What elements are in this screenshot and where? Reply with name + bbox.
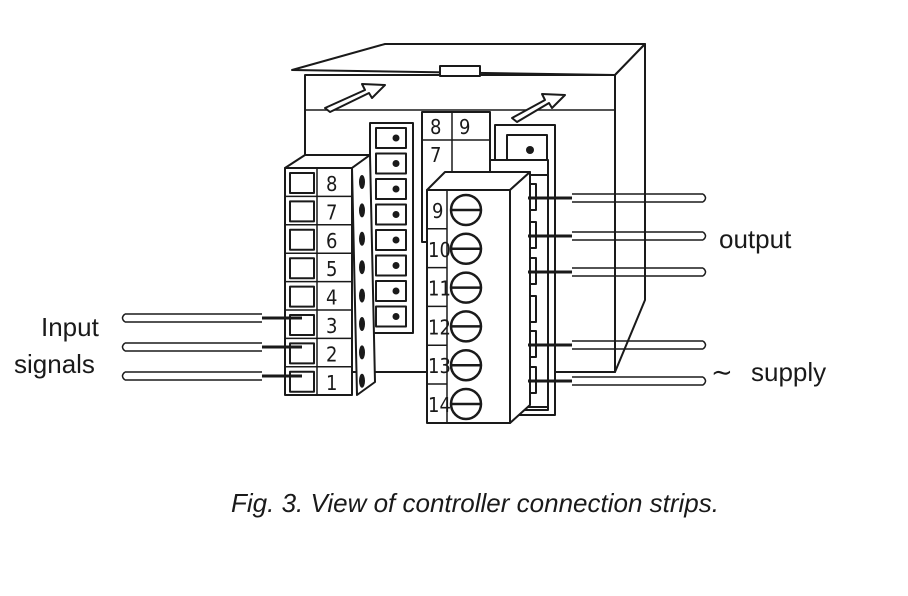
socket [375, 305, 407, 328]
terminal-number: 6 [326, 229, 337, 253]
terminal-number: 8 [430, 115, 441, 139]
wire-clamp-opening [289, 257, 315, 280]
terminal-number: 5 [326, 257, 337, 281]
terminal-number: 14 [428, 393, 451, 417]
terminal-number: 3 [326, 314, 337, 338]
screw-icon [359, 260, 365, 275]
socket-hole [392, 211, 400, 218]
terminal-number: 7 [430, 143, 441, 167]
socket [375, 152, 407, 175]
screw-icon [359, 373, 365, 388]
wire-clamp-opening [289, 314, 315, 336]
screw-icon [359, 317, 365, 331]
wire-insulation [572, 340, 707, 350]
wire-insulation [572, 376, 707, 386]
supply-label: supply [751, 357, 826, 387]
socket [375, 178, 407, 200]
terminal-number: 11 [428, 277, 451, 301]
socket-hole [392, 134, 400, 142]
socket-hole [392, 313, 400, 320]
socket [375, 127, 407, 149]
terminal-number: 13 [428, 354, 451, 378]
middle-terminal-strip [369, 122, 414, 334]
terminal-number: 10 [428, 238, 451, 262]
terminal-number: 9 [459, 115, 470, 139]
ac-symbol-icon: ∼ [711, 357, 733, 387]
output-label: output [719, 224, 792, 254]
terminal-number: 12 [428, 315, 451, 339]
socket [375, 203, 407, 226]
screw-icon [359, 203, 365, 218]
terminal-number: 9 [432, 199, 443, 223]
terminal-number: 4 [326, 286, 337, 310]
terminal-number: 1 [326, 371, 337, 395]
input-terminal-strip: 8 7 6 5 4 3 2 1 [284, 154, 376, 396]
front-terminal-strip: 9 10 11 12 13 14 [426, 171, 531, 424]
wire-insulation [572, 231, 707, 241]
wire-insulation [572, 267, 707, 277]
terminal-number: 8 [326, 172, 337, 196]
wires [121, 193, 707, 386]
socket-hole [392, 262, 400, 269]
screw-icon [359, 175, 365, 189]
wire-clamp-opening [289, 285, 315, 308]
socket-hole [392, 160, 400, 167]
socket-hole [392, 236, 400, 244]
insert-arrow-icon [511, 93, 566, 123]
screw-icon [359, 345, 365, 360]
signals-label: signals [14, 349, 95, 379]
figure-caption: Fig. 3. View of controller connection st… [231, 488, 719, 518]
wire-clamp-opening [289, 200, 315, 223]
socket [375, 254, 407, 277]
wire-clamp-opening [289, 172, 315, 194]
insert-arrow-icon [324, 83, 386, 113]
terminal-number: 2 [326, 342, 337, 366]
wire-insulation [572, 193, 707, 203]
wire-insulation [121, 371, 262, 381]
socket-hole [392, 287, 400, 295]
socket [375, 280, 407, 302]
screw-icon [359, 288, 365, 303]
terminal-number: 7 [326, 200, 337, 224]
input-label: Input [41, 312, 100, 342]
socket-hole [392, 185, 400, 193]
wire-insulation [121, 313, 262, 323]
screw-icon [359, 231, 365, 246]
wire-insulation [121, 342, 262, 352]
socket [375, 229, 407, 251]
wire-clamp-opening [289, 228, 315, 251]
